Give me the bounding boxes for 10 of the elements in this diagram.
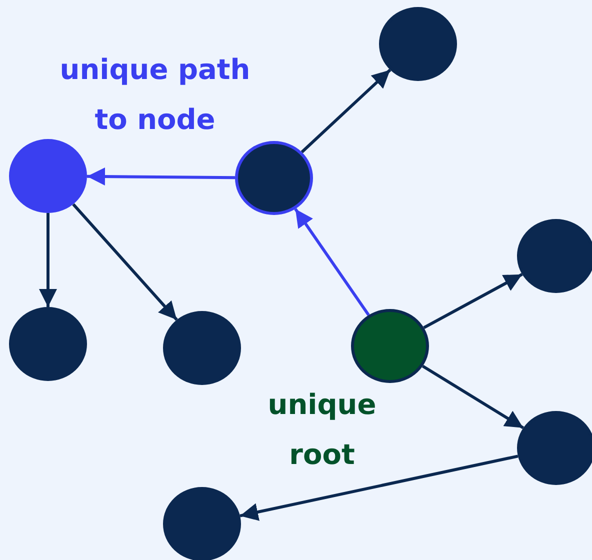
arrow	[86, 168, 236, 186]
arrow	[240, 454, 518, 521]
arrow	[39, 213, 57, 307]
arrow	[72, 203, 178, 321]
arrow	[423, 273, 523, 329]
node-caption: unique root	[266, 387, 378, 473]
arrow	[294, 208, 370, 316]
arrow	[300, 68, 392, 154]
arrow	[422, 364, 524, 430]
node-caption: unique path to node	[58, 52, 252, 138]
